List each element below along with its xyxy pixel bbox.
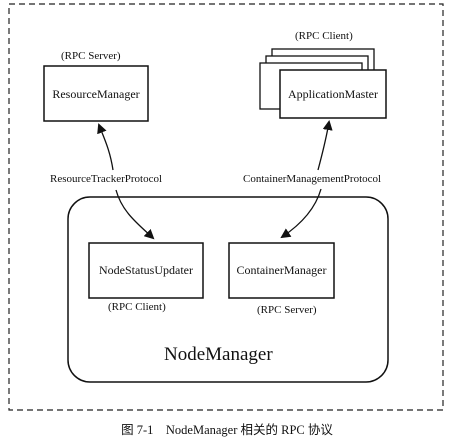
container-manager-role-label: (RPC Server) [257,304,317,316]
figure-caption: 图 7-1 NodeManager 相关的 RPC 协议 [121,423,333,437]
container-management-protocol-label: ContainerManagementProtocol [243,173,382,185]
node-manager-container [67,196,389,383]
application-master-role-label: (RPC Client) [295,30,353,42]
container-manager-box [228,242,335,299]
resource-manager-box [43,65,149,122]
container-manager-label: ContainerManager [236,263,327,277]
application-master-box [279,69,387,119]
container-management-arrow-upper [317,120,333,171]
resource-tracker-arrow-lower [115,189,155,240]
container-management-arrow-lower [280,188,322,239]
resource-manager-label: ResourceManager [52,87,140,101]
node-status-updater-role-label: (RPC Client) [108,301,166,313]
resource-tracker-protocol-label: ResourceTrackerProtocol [50,173,163,185]
application-master-label: ApplicationMaster [288,87,378,101]
node-manager-label: NodeManager [164,344,273,365]
resource-tracker-arrow-upper [97,123,114,171]
resource-manager-role-label: (RPC Server) [61,50,121,62]
node-status-updater-label: NodeStatusUpdater [99,263,193,277]
node-status-updater-box [88,242,204,299]
